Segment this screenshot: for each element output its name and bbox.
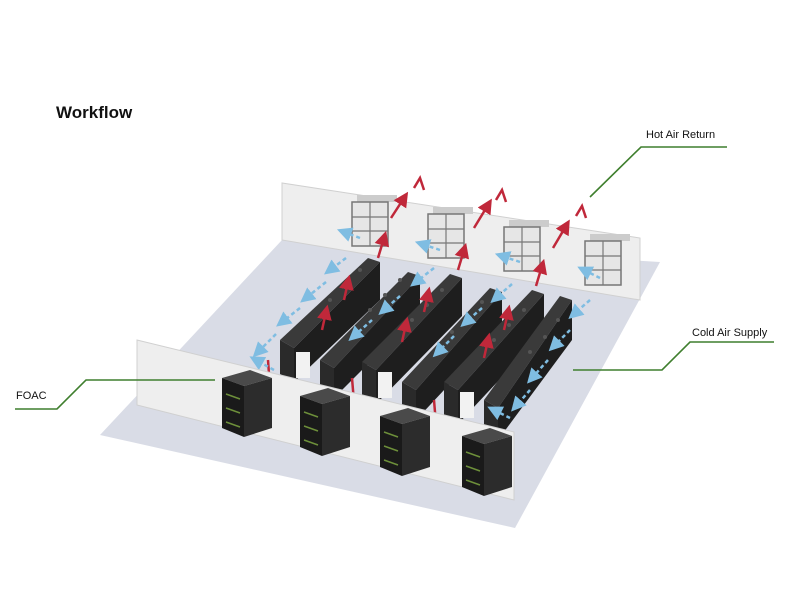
cold-air-arrow-icon <box>494 251 521 266</box>
rack-row <box>280 258 420 398</box>
cold-air-arrow-icon <box>378 295 401 315</box>
hot-air-arrow-icon <box>472 198 492 229</box>
cold-air-arrow-icon <box>300 281 327 303</box>
cold-air-arrow-icon <box>252 333 277 358</box>
foac-label: FOAC <box>16 390 47 402</box>
hot-air-arrow-icon <box>317 304 332 331</box>
hot-air-return-label: Hot Air Return <box>646 129 716 141</box>
cold-air-arrow-icon <box>548 329 571 352</box>
hot-air-arrow-icon <box>339 274 354 301</box>
hot-air-arrow-icon <box>551 219 570 249</box>
cold-air-arrow-icon <box>432 335 455 358</box>
hot-air-arrow-icon <box>412 175 426 191</box>
hot-air-arrow-icon <box>374 230 390 259</box>
cold-air-arrow-icon <box>568 299 591 319</box>
cold-air-arrow-icon <box>410 267 435 287</box>
hot-air-arrow-icon <box>397 316 412 343</box>
cold-air-arrow-icon <box>414 239 441 254</box>
hot-air-return-leader <box>589 146 727 198</box>
hot-air-arrow-icon <box>454 242 470 271</box>
foac-unit-icon <box>300 388 350 456</box>
foac-units <box>222 370 512 496</box>
cold-air-arrows <box>249 227 601 421</box>
cold-air-arrow-icon <box>460 307 483 327</box>
rack-rows <box>280 258 572 440</box>
hot-air-arrow-icon <box>494 187 508 203</box>
cold-air-arrow-icon <box>511 389 531 412</box>
cold-air-arrow-icon <box>577 266 601 281</box>
cold-air-arrow-icon <box>324 257 347 275</box>
cold-air-arrow-icon <box>249 356 275 372</box>
cold-air-arrow-icon <box>276 307 301 327</box>
foac-unit-icon <box>462 428 512 496</box>
cold-air-arrow-icon <box>336 227 361 242</box>
cold-air-supply-leader <box>573 341 774 371</box>
hot-air-arrow-icon <box>389 191 409 219</box>
hot-air-arrow-icon <box>499 304 514 331</box>
diagram-title: Workflow <box>56 103 133 122</box>
hot-air-arrow-icon <box>479 332 494 359</box>
hot-air-arrow-icon <box>574 203 588 219</box>
hot-air-arrow-icon <box>532 258 548 287</box>
foac-leader <box>15 379 215 410</box>
hot-air-arrow-icon <box>419 286 434 313</box>
foac-unit-icon <box>380 408 430 476</box>
cold-air-arrow-icon <box>487 406 511 421</box>
foac-unit-icon <box>222 370 272 437</box>
cold-air-arrow-icon <box>490 283 513 303</box>
cold-air-supply-label: Cold Air Supply <box>692 327 768 339</box>
